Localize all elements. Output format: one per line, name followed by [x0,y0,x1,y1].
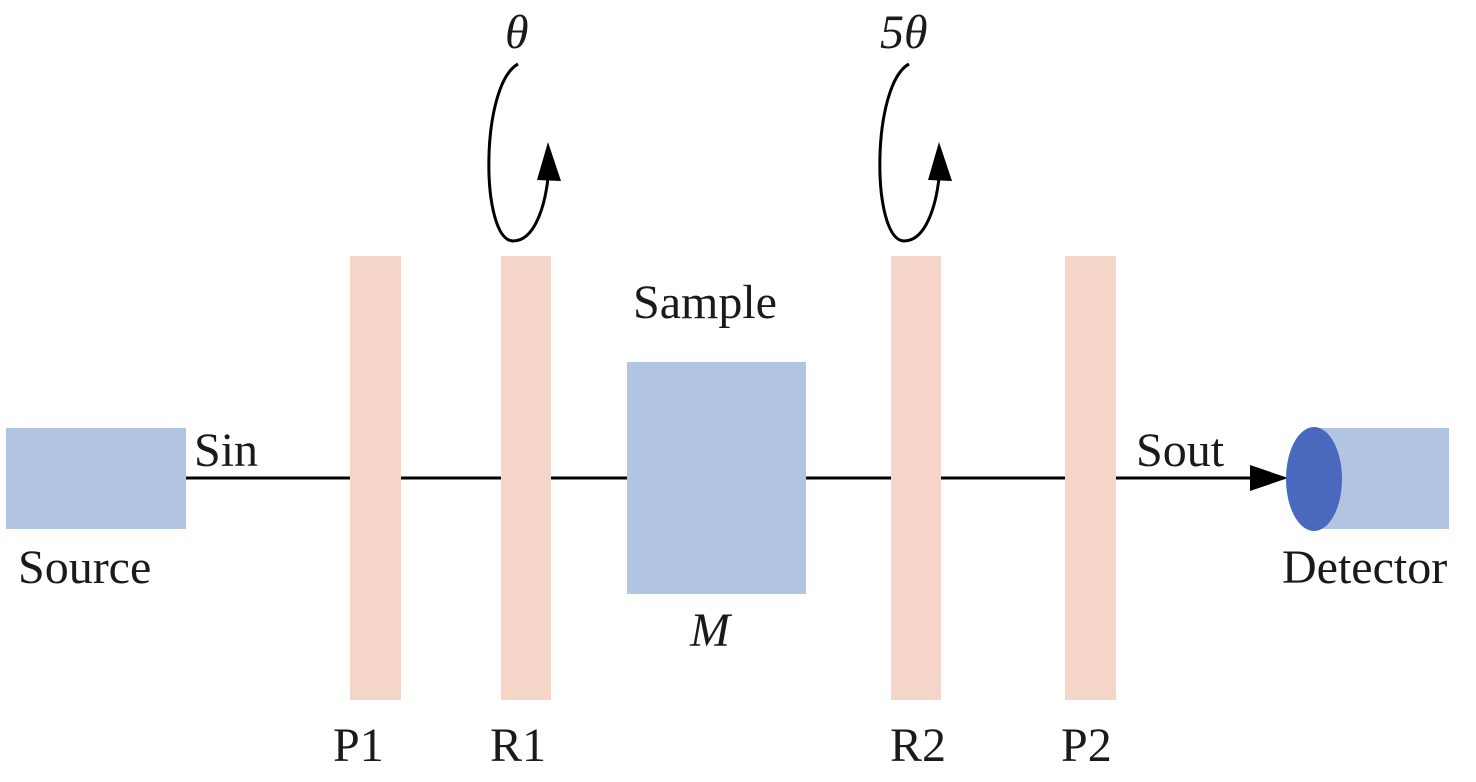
sin-label: Sin [194,424,258,477]
sout-label: Sout [1136,424,1225,477]
rotation-angle-r1: θ [505,6,529,59]
r1-label: R1 [490,719,546,772]
sample-box [627,362,806,594]
detector-lens [1286,427,1342,531]
p2-label: P2 [1061,719,1112,772]
retarder-r2 [891,256,941,700]
curved-rotation-arrow-icon [878,62,952,243]
detector-label: Detector [1282,541,1447,594]
source-label: Source [18,541,151,594]
arrowhead-icon [1250,465,1288,491]
polarizer-p2 [1065,256,1116,700]
polarizer-p1 [350,256,401,700]
sample-label: Sample [633,276,777,329]
source-box [6,428,186,529]
p1-label: P1 [333,719,384,772]
rotation-angle-r2: 5θ [880,6,928,59]
sample-matrix-label: M [689,604,733,657]
curved-rotation-arrow-icon [487,62,561,243]
r2-label: R2 [890,719,946,772]
retarder-r1 [501,256,551,700]
